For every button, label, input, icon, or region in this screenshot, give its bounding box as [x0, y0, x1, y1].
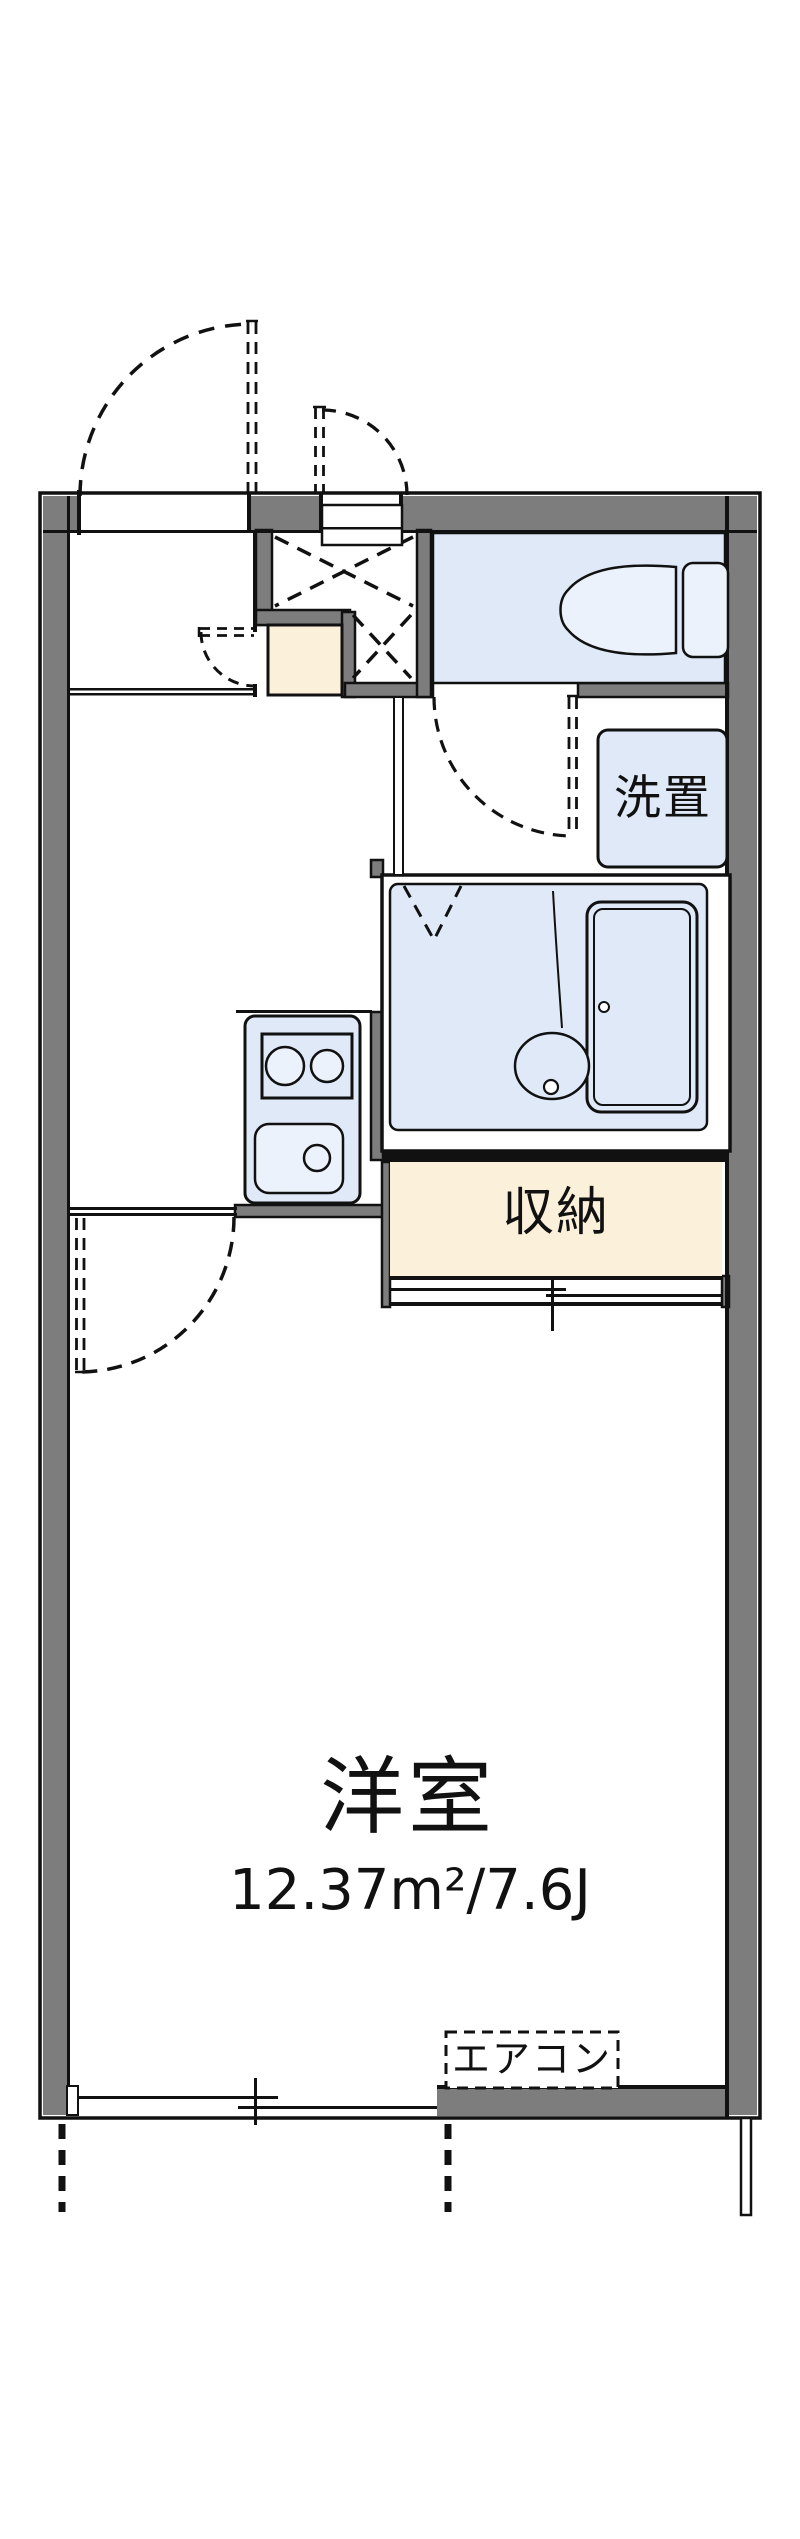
- laundry-space-box: [596, 728, 729, 869]
- window-pane-right: [238, 2106, 437, 2109]
- service-door-arc: [321, 408, 409, 496]
- wall-top-b: [250, 496, 322, 532]
- wall-top-a: [43, 496, 80, 532]
- balcony-boundary-lines: [58, 2124, 452, 2212]
- wall-shaft-right: [415, 528, 433, 699]
- aircon-label: エアコン: [452, 2037, 612, 2081]
- shaft-x-line: [351, 613, 413, 680]
- wall-right-inner-edge: [725, 496, 729, 2118]
- mainroom-door-head-2: [70, 1213, 237, 1216]
- service-door-threshold: [320, 503, 404, 547]
- entry-step-line-2: [70, 693, 254, 696]
- burner-left: [264, 1045, 306, 1087]
- bathtub-inner-rim: [593, 908, 691, 1106]
- toilet-door-jamb: [430, 683, 433, 697]
- wash-basin-drain: [542, 1078, 560, 1096]
- bathtub: [585, 900, 699, 1114]
- storage-sliding-pane-right: [546, 1294, 722, 1297]
- walls-gray: [43, 496, 757, 2116]
- entrance-jamb-right: [247, 493, 251, 533]
- burner-right: [309, 1048, 345, 1084]
- window-pane-left: [78, 2096, 278, 2099]
- laundry-label: 洗置: [614, 771, 712, 826]
- mainroom-door-arc: [78, 1216, 236, 1374]
- shower-curtain-line: [552, 890, 563, 1029]
- wash-basin: [513, 1031, 591, 1101]
- cream-areas: [266, 623, 722, 1276]
- hall-washroom-partition: [393, 696, 404, 876]
- wall-right: [729, 496, 757, 2115]
- entry-room-right-stub: [253, 684, 257, 697]
- storage-sliding-pane-left: [390, 1288, 566, 1291]
- storage-label: 収納: [502, 1183, 610, 1243]
- door-swings: [75, 319, 578, 1374]
- wall-shaft-step: [254, 608, 352, 627]
- wall-mainroom-top: [233, 1203, 385, 1219]
- entry-closet-floor: [266, 623, 344, 697]
- mainroom-door-head-1: [70, 1207, 237, 1210]
- wall-top-c: [402, 496, 729, 532]
- window-end-pocket: [66, 2085, 79, 2116]
- closet-door-arc: [199, 631, 256, 688]
- kitchen-sink-drain: [302, 1143, 332, 1173]
- service-door-threshold-line: [322, 527, 402, 530]
- storage-door-center-tick: [551, 1267, 554, 1331]
- kitchen-counter-line: [236, 1010, 372, 1013]
- shaft-x-line: [274, 535, 414, 608]
- toilet-tank: [681, 561, 730, 659]
- entry-step-line-1: [70, 688, 254, 691]
- shaft-x-line: [351, 613, 413, 680]
- bathtub-handle-dot: [598, 1001, 610, 1013]
- main-room-area: 12.37m²/7.6J: [229, 1858, 591, 1923]
- entrance-jamb-left: [77, 490, 81, 535]
- toilet-bowl: [559, 564, 678, 656]
- shaft-x-marks: [274, 535, 414, 680]
- wall-left: [43, 496, 67, 2115]
- storage-door-track-top: [390, 1276, 722, 1280]
- entry-room-right-line: [253, 533, 257, 632]
- storage-floor: [390, 1162, 722, 1276]
- entrance-door-arc: [78, 322, 253, 497]
- aircon-box: [444, 2030, 620, 2090]
- wall-bottom: [437, 2087, 729, 2116]
- kitchen-sink: [253, 1122, 345, 1195]
- window-center-tick: [254, 2078, 257, 2125]
- balcony-partition: [739, 2116, 753, 2217]
- wall-storage-left-stub: [380, 1160, 392, 1309]
- toilet-door-arc: [432, 696, 574, 838]
- wall-left-inner-edge: [67, 496, 70, 2086]
- wall-washroom-stub: [369, 858, 385, 879]
- storage-door-track-bottom: [390, 1302, 722, 1306]
- toilet-fixture: [253, 561, 730, 1195]
- wall-toilet-bottom: [576, 681, 730, 699]
- main-room-label: 洋室: [320, 1748, 496, 1846]
